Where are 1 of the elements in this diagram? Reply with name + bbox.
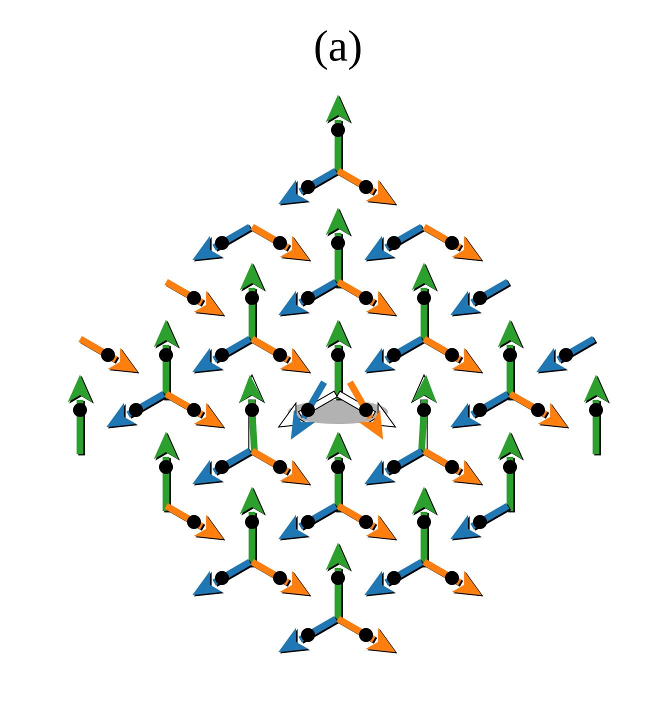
panel-title: (a) — [316, 30, 360, 70]
